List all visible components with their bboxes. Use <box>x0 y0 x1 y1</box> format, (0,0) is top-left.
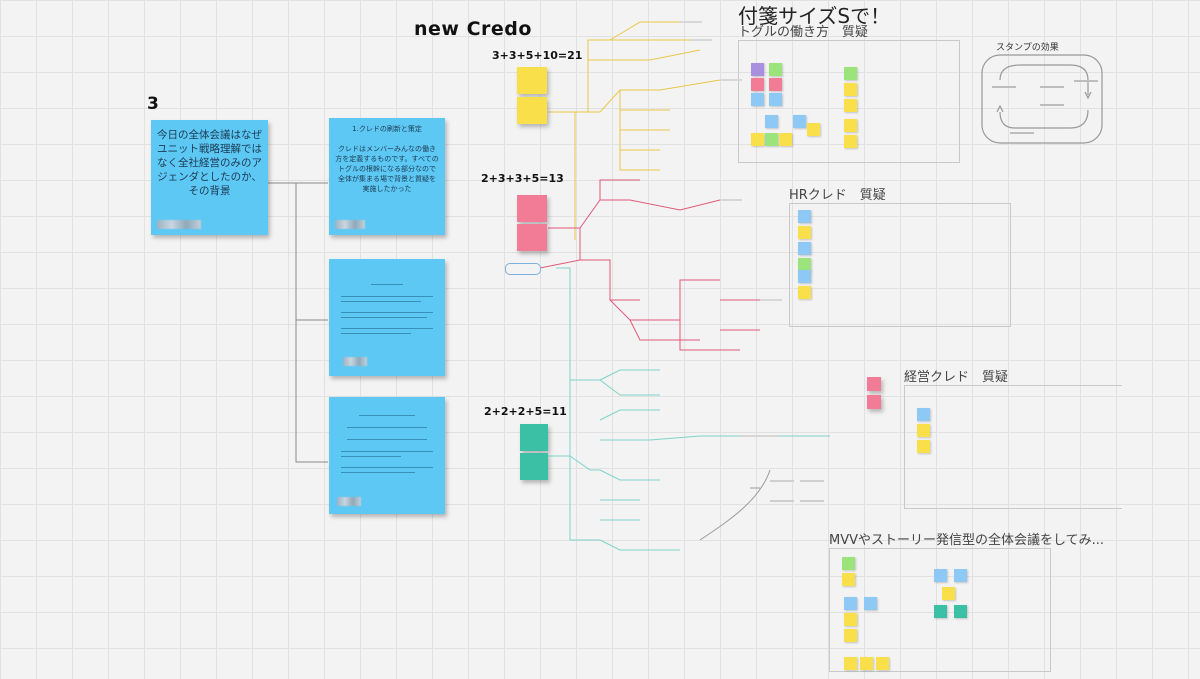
frame-title-toggle-work: トグルの働き方 質疑 <box>738 25 869 40</box>
frame-toggle-work[interactable] <box>738 40 960 163</box>
score-sum-1: 3+3+5+10=21 <box>492 49 583 62</box>
frame-mgmt-credo[interactable] <box>904 385 1122 509</box>
mindmap-sticky-teal-1[interactable] <box>520 424 548 451</box>
frame-mvv-meeting[interactable] <box>829 548 1051 672</box>
frame-title-mgmt-credo: 経営クレド 質疑 <box>904 370 1009 385</box>
sticky-note-3[interactable] <box>329 397 445 514</box>
score-sum-3: 2+2+2+5=11 <box>484 405 567 418</box>
mindmap-root-node[interactable] <box>505 263 541 275</box>
sticker-size-note: 付箋サイズSで！ <box>738 4 891 28</box>
sticky-note-2[interactable] <box>329 259 445 376</box>
main-question-text: 今日の全体会議はなぜユニット戦略理解ではなく全社経営のみのアジェンダとしたのか、… <box>157 129 262 197</box>
mindmap-sticky-yellow-1[interactable] <box>517 67 547 94</box>
mindmap-sticky-teal-2[interactable] <box>520 453 548 480</box>
redacted-author <box>337 497 361 506</box>
redacted-author <box>343 357 367 366</box>
board-title-new-credo: new Credo <box>414 18 532 40</box>
mini-sticky-pink-a[interactable] <box>867 377 881 391</box>
sticky-note-main-question[interactable]: 今日の全体会議はなぜユニット戦略理解ではなく全社経営のみのアジェンダとしたのか、… <box>151 120 268 235</box>
credo-heading: 1.クレドの刷新と策定 <box>352 125 422 133</box>
credo-body: クレドはメンバーみんなの働き方を定義するものです。すべてのトグルの根幹になる部分… <box>335 145 439 193</box>
section-number: 3 <box>147 94 159 114</box>
frame-title-hr-credo: HRクレド 質疑 <box>789 188 886 203</box>
mindmap-sticky-pink-1[interactable] <box>517 195 547 222</box>
mindmap-sticky-yellow-2[interactable] <box>517 97 547 124</box>
frame-title-mvv-meeting: MVVやストーリー発信型の全体会議をしてみ... <box>829 533 1105 548</box>
sticky-note-credo[interactable]: 1.クレドの刷新と策定 クレドはメンバーみんなの働き方を定義するものです。すべて… <box>329 118 445 235</box>
mindmap-sticky-pink-2[interactable] <box>517 224 547 251</box>
mini-sticky-pink-b[interactable] <box>867 395 881 409</box>
score-sum-2: 2+3+3+5=13 <box>481 172 564 185</box>
frame-hr-credo[interactable] <box>789 203 1011 327</box>
redacted-author <box>335 220 365 229</box>
frame-title-stamp-effect: スタンプの効果 <box>996 43 1059 53</box>
redacted-author <box>157 220 201 229</box>
